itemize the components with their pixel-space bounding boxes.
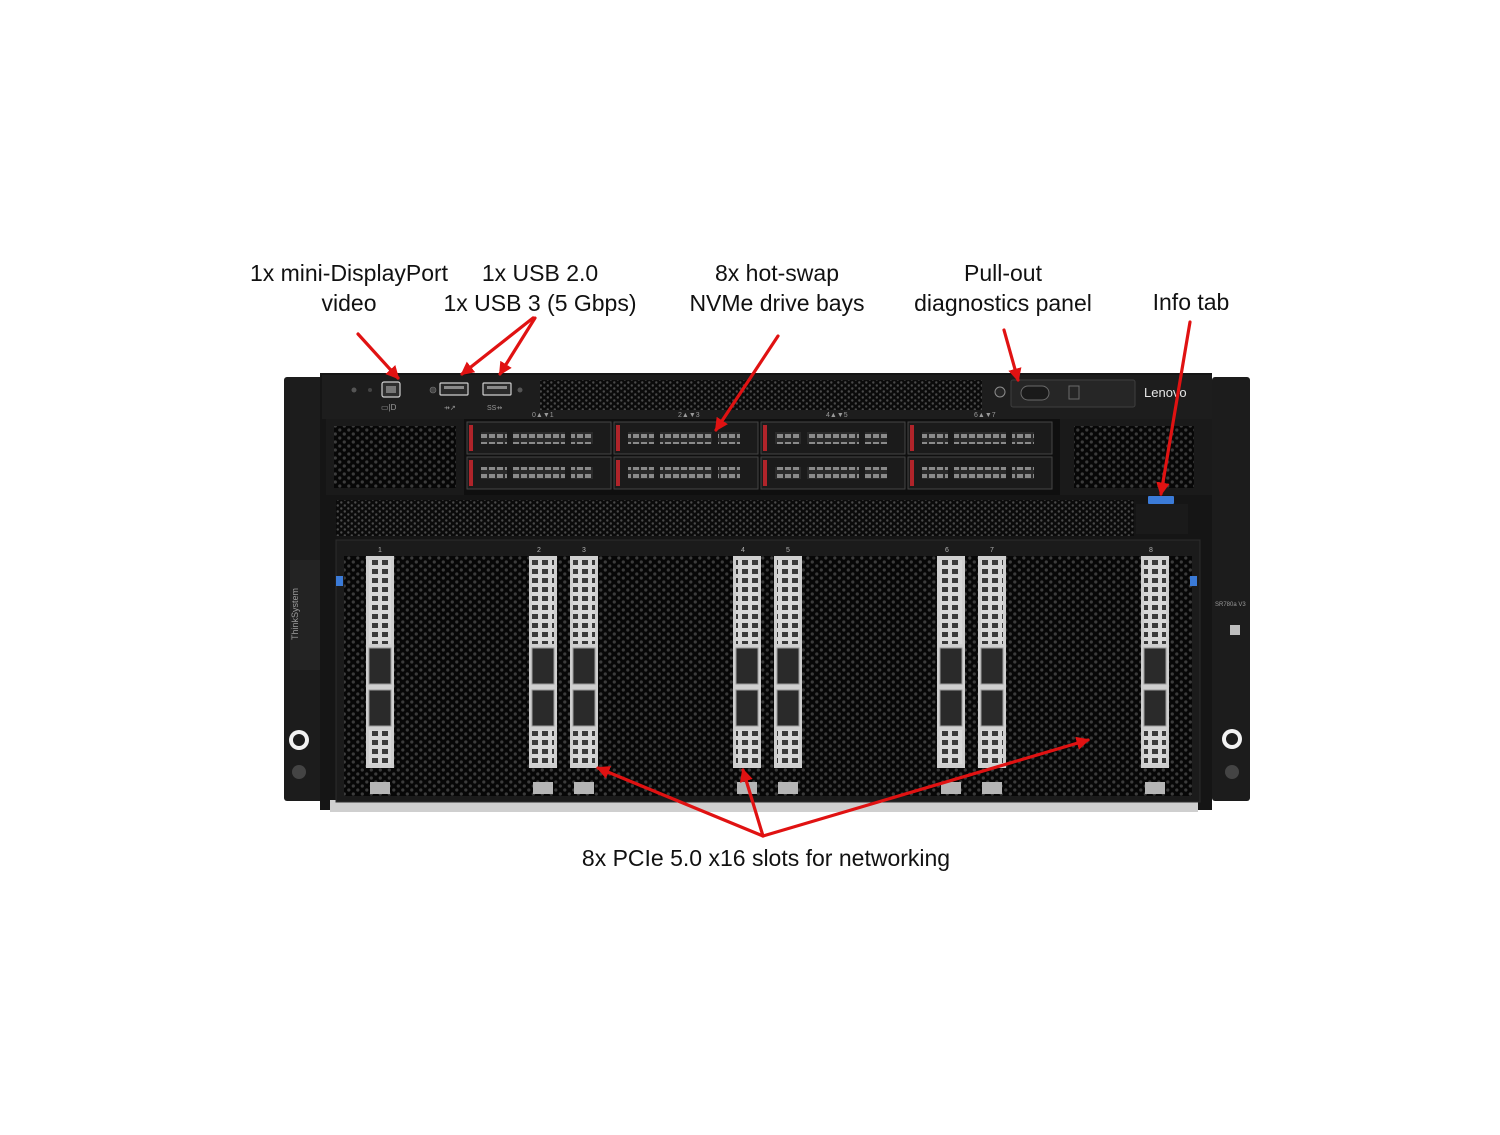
info-tab[interactable] xyxy=(1148,496,1174,504)
callout-arrow xyxy=(761,736,1090,838)
right-drive-vent xyxy=(1074,426,1194,488)
mini-displayport-icon[interactable] xyxy=(381,381,401,398)
nvme-drive-bay[interactable] xyxy=(907,421,1053,455)
usb-icon[interactable] xyxy=(439,382,469,396)
pcie-slot[interactable] xyxy=(366,556,394,794)
callout-diagnostics-line1: Pull-out xyxy=(964,260,1042,286)
nvme-drive-bay[interactable] xyxy=(907,456,1053,490)
pcie-slot-number: 7 xyxy=(990,547,994,554)
pcie-slot[interactable] xyxy=(978,556,1006,794)
pcie-slot-number: 8 xyxy=(1149,547,1153,554)
pcie-fan-mesh xyxy=(344,556,1192,796)
callout-arrow xyxy=(714,334,780,432)
nvme-drive-bay[interactable] xyxy=(466,456,612,490)
callout-diagnostics-panel: Pull-out diagnostics panel xyxy=(898,258,1108,318)
callout-arrow xyxy=(1002,328,1022,382)
model-label: SR780a V3 xyxy=(1215,602,1246,608)
nvme-drive-bay[interactable] xyxy=(760,456,906,490)
pcie-slots: 1 2 3 4 5 6 7 8 xyxy=(366,547,1169,794)
callout-info-tab-line1: Info tab xyxy=(1152,289,1230,315)
pcie-slot[interactable] xyxy=(570,556,598,794)
callout-drive-bays-line2: NVMe drive bays xyxy=(689,290,865,316)
nvme-drive-bay[interactable] xyxy=(760,421,906,455)
callout-usb: 1x USB 2.0 1x USB 3 (5 Gbps) xyxy=(430,258,650,318)
pcie-slot[interactable] xyxy=(774,556,802,794)
callout-mini-displayport-line2: video xyxy=(321,290,377,316)
left-drive-vent xyxy=(334,426,456,488)
pcie-slot-number: 1 xyxy=(378,547,382,554)
pcie-slot[interactable] xyxy=(733,556,761,794)
drive-pair-label: 0▲▼1 xyxy=(532,412,554,419)
pcie-slot[interactable] xyxy=(937,556,965,794)
nvme-drive-bay[interactable] xyxy=(613,456,759,490)
callout-arrow xyxy=(498,316,537,376)
callout-drive-bays: 8x hot-swap NVMe drive bays xyxy=(672,258,882,318)
nvme-drive-bays xyxy=(466,421,1053,490)
callout-arrow xyxy=(356,332,400,380)
callout-usb-line2: 1x USB 3 (5 Gbps) xyxy=(443,290,637,316)
pcie-slot-number: 3 xyxy=(582,547,586,554)
usb3-icon[interactable] xyxy=(482,382,512,396)
callout-info-tab: Info tab xyxy=(1131,287,1251,317)
pcie-slot-number: 6 xyxy=(945,547,949,554)
side-brand-label: ThinkSystem xyxy=(290,588,300,640)
callout-drive-bays-line1: 8x hot-swap xyxy=(714,260,839,286)
top-vent xyxy=(540,380,982,410)
callout-mini-displayport-line1: 1x mini-DisplayPort xyxy=(249,260,449,286)
callout-arrow xyxy=(1156,320,1192,496)
callout-arrows xyxy=(356,316,1192,838)
model-qr-code xyxy=(1230,625,1240,635)
nvme-drive-bay[interactable] xyxy=(613,421,759,455)
drive-pair-label: 4▲▼5 xyxy=(826,412,848,419)
svg-text:▭|D: ▭|D xyxy=(381,403,397,412)
pcie-slot[interactable] xyxy=(529,556,557,794)
pcie-slot-number: 4 xyxy=(741,547,745,554)
callout-pcie-slots: 8x PCIe 5.0 x16 slots for networking xyxy=(560,843,972,873)
callout-arrow xyxy=(596,766,765,838)
svg-text:⇸↗: ⇸↗ xyxy=(444,405,456,412)
power-icon[interactable] xyxy=(994,386,1006,398)
callout-diagnostics-line2: diagnostics panel xyxy=(914,290,1092,316)
callout-usb-line1: 1x USB 2.0 xyxy=(481,260,599,286)
callout-pcie-line1: 8x PCIe 5.0 x16 slots for networking xyxy=(581,845,951,871)
callout-mini-displayport: 1x mini-DisplayPort video xyxy=(240,258,458,318)
pcie-slot[interactable] xyxy=(1141,556,1169,794)
drive-pair-label: 2▲▼3 xyxy=(678,412,700,419)
svg-text:SS⇸: SS⇸ xyxy=(487,405,502,412)
nvme-drive-bay[interactable] xyxy=(466,421,612,455)
drive-pair-label: 6▲▼7 xyxy=(974,412,996,419)
mid-vent xyxy=(336,500,1134,536)
pcie-slot-number: 5 xyxy=(786,547,790,554)
callout-arrow xyxy=(739,768,765,838)
pcie-slot-number: 2 xyxy=(537,547,541,554)
callout-arrow xyxy=(460,316,535,376)
diagnostics-panel[interactable] xyxy=(1010,379,1136,408)
right-rack-ear xyxy=(1212,377,1250,801)
left-rack-ear xyxy=(284,377,324,801)
